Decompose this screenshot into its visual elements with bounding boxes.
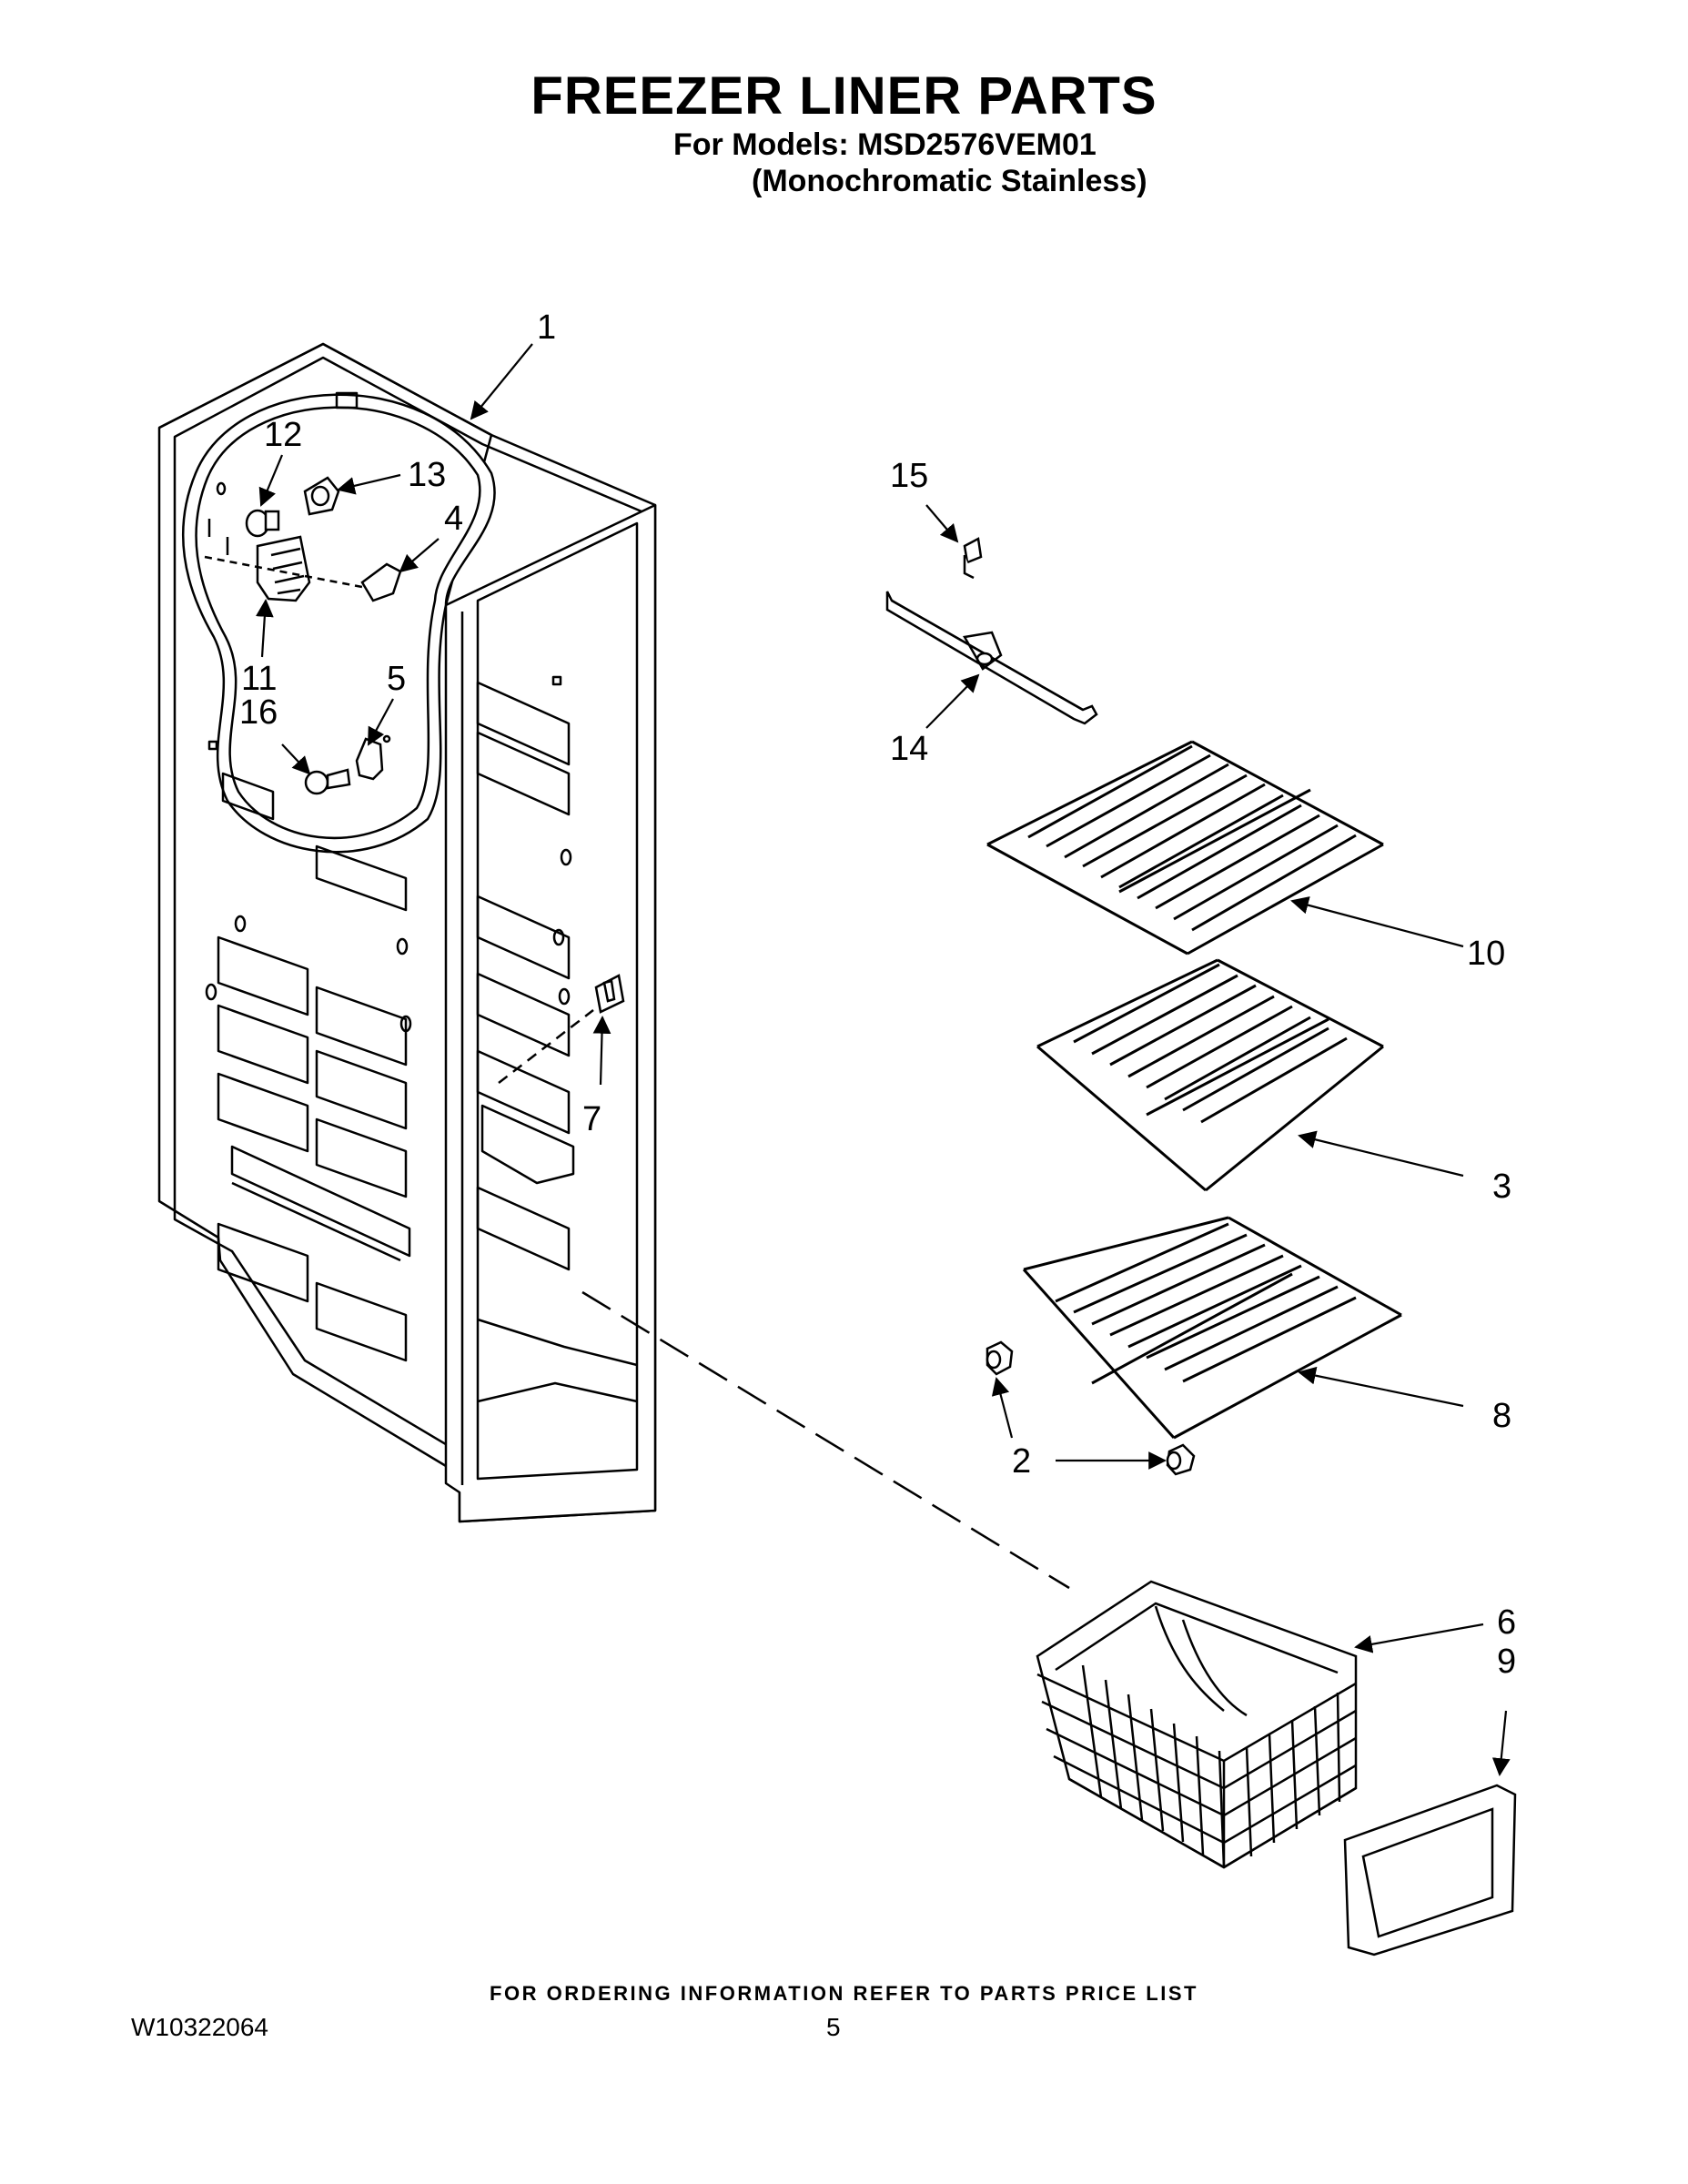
callout-4: 4 [444, 500, 463, 538]
screw-drawing-16 [304, 768, 351, 795]
shelf-bracket-drawing [885, 537, 1098, 725]
clip-drawing [360, 562, 402, 602]
callout-9: 9 [1497, 1643, 1516, 1681]
document-number: W10322064 [131, 2013, 269, 2041]
freezer-basket-drawing [1036, 1580, 1358, 1869]
callout-10: 10 [1467, 935, 1505, 973]
callout-5: 5 [387, 660, 406, 698]
small-parts-drawings [204, 476, 625, 1084]
light-bulb-drawing [245, 509, 280, 538]
page-title: FREEZER LINER PARTS [531, 66, 1157, 126]
callout-7: 7 [582, 1100, 601, 1138]
callout-11: 11 [241, 660, 277, 698]
wire-shelves [986, 740, 1402, 1476]
liner-vents-left [217, 772, 411, 1362]
callout-13: 13 [408, 456, 446, 494]
callout-6: 6 [1497, 1603, 1516, 1642]
callout-15: 15 [890, 457, 928, 495]
light-socket-drawing [303, 476, 340, 516]
callout-16: 16 [239, 693, 278, 732]
ordering-note: FOR ORDERING INFORMATION REFER TO PARTS … [490, 1982, 1198, 2005]
bracket-drawing [355, 737, 384, 781]
page-number: 5 [826, 2013, 841, 2041]
connector-drawing [594, 974, 625, 1014]
callout-14: 14 [890, 730, 928, 768]
wire-shelf-8 [1022, 1216, 1402, 1440]
callout-1: 1 [537, 308, 556, 347]
model-number: For Models: MSD2576VEM01 [673, 127, 1097, 162]
wire-shelf-10 [986, 740, 1384, 956]
callout-8: 8 [1492, 1397, 1511, 1435]
model-variant: (Monochromatic Stainless) [752, 164, 1147, 198]
wire-shelf-3 [1036, 958, 1384, 1192]
callout-2: 2 [1012, 1442, 1031, 1481]
light-housing-drawing [256, 535, 311, 602]
leader-lines [255, 343, 1511, 1776]
callout-3: 3 [1492, 1168, 1511, 1206]
callout-labels: 1 12 13 4 11 16 5 7 15 14 10 3 8 2 6 9 [239, 308, 1516, 1681]
basket-handle-drawing [1343, 1784, 1517, 1956]
liner-vents-right [476, 681, 575, 1271]
callout-12: 12 [264, 416, 302, 454]
shelf-end-caps [986, 1340, 1196, 1476]
freezer-liner-drawing [157, 342, 657, 1523]
